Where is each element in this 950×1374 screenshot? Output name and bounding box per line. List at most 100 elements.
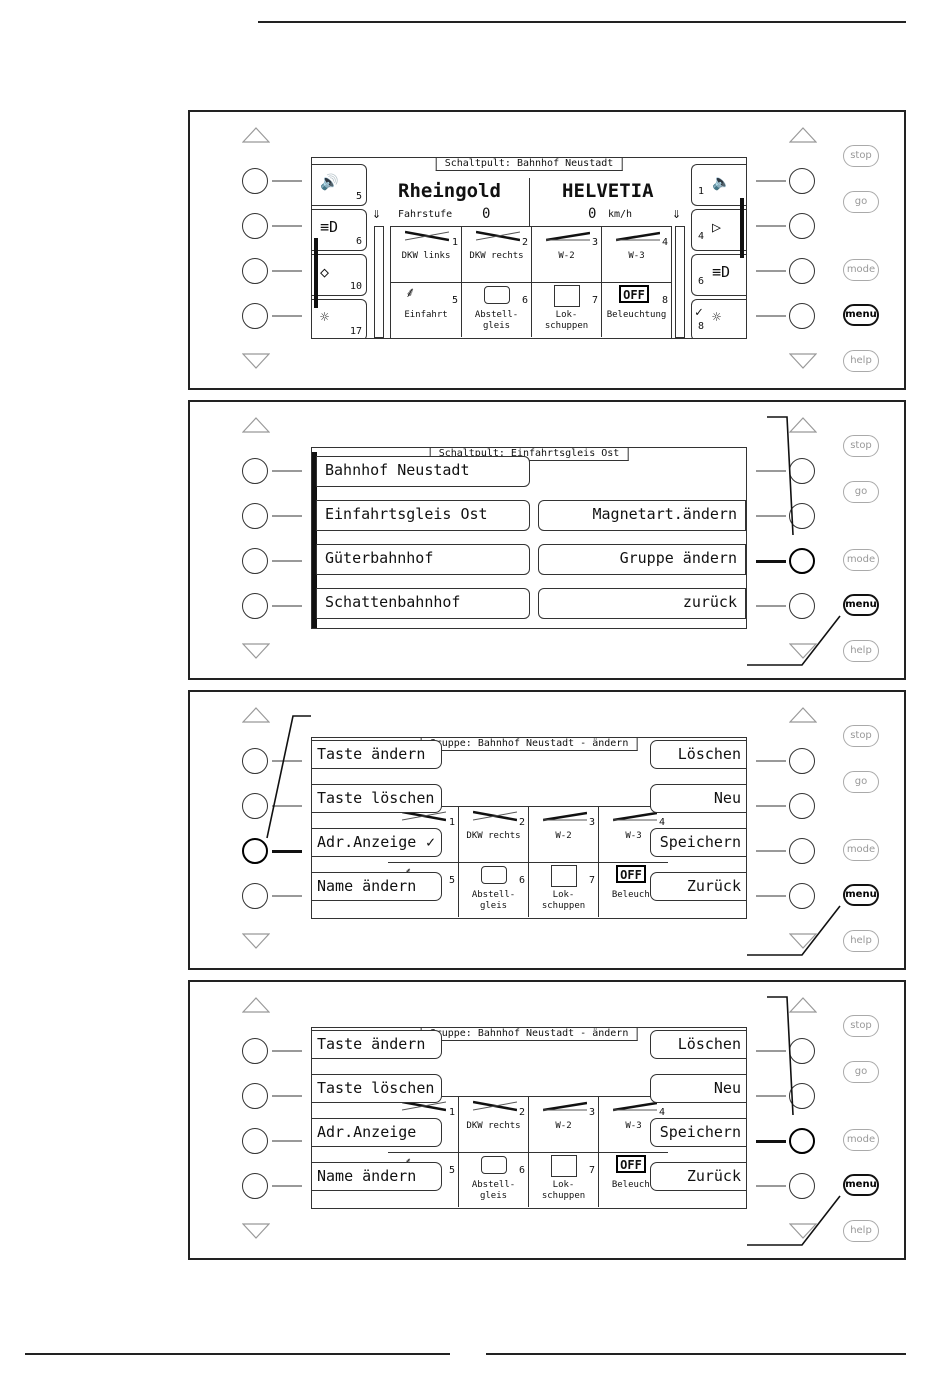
menu-item-left-2[interactable]: Taste löschen <box>312 784 442 813</box>
mode-button[interactable]: mode <box>843 839 879 861</box>
menu-item-right-1[interactable]: Magnetart.ändern <box>538 500 746 531</box>
mode-button[interactable]: mode <box>843 549 879 571</box>
scroll-up-left-arrow[interactable] <box>242 997 270 1013</box>
help-button[interactable]: help <box>843 930 879 952</box>
menu-item-right-1[interactable]: Löschen <box>650 740 746 769</box>
scroll-down-right-arrow[interactable] <box>789 353 817 369</box>
function-key-right-2[interactable]: 4▷ <box>691 209 746 251</box>
menu-button[interactable]: menu <box>843 884 879 906</box>
left-softkey-3[interactable] <box>242 1128 268 1154</box>
menu-button[interactable]: menu <box>843 1174 879 1196</box>
function-key-left-4[interactable]: ☼17 <box>312 299 367 338</box>
help-button[interactable]: help <box>843 1220 879 1242</box>
switch-cell[interactable]: 8BeleuchtOFF <box>598 1152 668 1207</box>
left-softkey-4[interactable] <box>242 883 268 909</box>
menu-item-left-3[interactable]: Adr.Anzeige <box>312 1118 442 1147</box>
left-softkey-2[interactable] <box>242 793 268 819</box>
scroll-up-right-arrow[interactable] <box>789 417 817 433</box>
left-softkey-3[interactable] <box>242 548 268 574</box>
right-softkey-3[interactable] <box>789 258 815 284</box>
menu-item-right-3[interactable]: zurück <box>538 588 746 619</box>
right-softkey-1[interactable] <box>789 168 815 194</box>
stop-button[interactable]: stop <box>843 725 879 747</box>
scroll-up-left-arrow[interactable] <box>242 417 270 433</box>
menu-item-right-2[interactable]: Neu <box>650 784 746 813</box>
scroll-down-left-arrow[interactable] <box>242 1223 270 1239</box>
right-softkey-1[interactable] <box>789 748 815 774</box>
menu-button[interactable]: menu <box>843 594 879 616</box>
scroll-up-left-arrow[interactable] <box>242 127 270 143</box>
menu-item-right-3[interactable]: Speichern <box>650 1118 746 1147</box>
menu-item-left-3[interactable]: Güterbahnhof <box>316 544 530 575</box>
right-softkey-3[interactable] <box>789 548 815 574</box>
menu-item-right-3[interactable]: Speichern <box>650 828 746 857</box>
scroll-up-right-arrow[interactable] <box>789 127 817 143</box>
menu-button[interactable]: menu <box>843 304 879 326</box>
menu-item-left-4[interactable]: Schattenbahnhof <box>316 588 530 619</box>
go-button[interactable]: go <box>843 1061 879 1083</box>
right-softkey-4[interactable] <box>789 593 815 619</box>
stop-button[interactable]: stop <box>843 435 879 457</box>
go-button[interactable]: go <box>843 771 879 793</box>
right-softkey-1[interactable] <box>789 1038 815 1064</box>
function-key-right-1[interactable]: 1🔈 <box>691 164 746 206</box>
right-softkey-4[interactable] <box>789 883 815 909</box>
menu-item-right-4[interactable]: Zurück <box>650 1162 746 1191</box>
menu-item-right-2[interactable]: Gruppe ändern <box>538 544 746 575</box>
left-softkey-2[interactable] <box>242 503 268 529</box>
left-softkey-1[interactable] <box>242 168 268 194</box>
stop-button[interactable]: stop <box>843 1015 879 1037</box>
right-softkey-2[interactable] <box>789 1083 815 1109</box>
menu-item-left-3[interactable]: Adr.Anzeige✓ <box>312 828 442 857</box>
go-button[interactable]: go <box>843 191 879 213</box>
right-softkey-2[interactable] <box>789 213 815 239</box>
function-key-right-4[interactable]: 8☼✓ <box>691 299 746 338</box>
left-softkey-2[interactable] <box>242 213 268 239</box>
scroll-down-left-arrow[interactable] <box>242 353 270 369</box>
go-button[interactable]: go <box>843 481 879 503</box>
right-softkey-4[interactable] <box>789 1173 815 1199</box>
right-softkey-2[interactable] <box>789 793 815 819</box>
right-softkey-4[interactable] <box>789 303 815 329</box>
scroll-up-right-arrow[interactable] <box>789 707 817 723</box>
menu-item-left-1[interactable]: Taste ändern <box>312 740 442 769</box>
left-softkey-1[interactable] <box>242 1038 268 1064</box>
help-button[interactable]: help <box>843 640 879 662</box>
left-softkey-1[interactable] <box>242 748 268 774</box>
right-softkey-2[interactable] <box>789 503 815 529</box>
mode-button[interactable]: mode <box>843 1129 879 1151</box>
scroll-up-right-arrow[interactable] <box>789 997 817 1013</box>
menu-item-left-4[interactable]: Name ändern <box>312 1162 442 1191</box>
stop-button[interactable]: stop <box>843 145 879 167</box>
help-button[interactable]: help <box>843 350 879 372</box>
function-key-left-3[interactable]: ◇10 <box>312 254 367 296</box>
mode-button[interactable]: mode <box>843 259 879 281</box>
function-key-left-1[interactable]: 🔊5 <box>312 164 367 206</box>
menu-item-left-1[interactable]: Bahnhof Neustadt <box>316 456 530 487</box>
scroll-down-right-arrow[interactable] <box>789 933 817 949</box>
left-softkey-4[interactable] <box>242 593 268 619</box>
function-key-right-3[interactable]: 6≡D <box>691 254 746 296</box>
menu-item-left-1[interactable]: Taste ändern <box>312 1030 442 1059</box>
menu-item-left-4[interactable]: Name ändern <box>312 872 442 901</box>
menu-item-left-2[interactable]: Einfahrtsgleis Ost <box>316 500 530 531</box>
scroll-down-right-arrow[interactable] <box>789 643 817 659</box>
left-softkey-4[interactable] <box>242 1173 268 1199</box>
